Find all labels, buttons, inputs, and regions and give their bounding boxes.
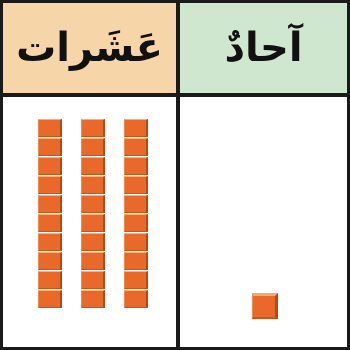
rod-cube [81,195,105,213]
rod-cube [38,138,62,156]
ones-header: آحادٌ [178,0,350,95]
rod-cube [81,252,105,270]
rod-cube [81,119,105,137]
rod-cube [38,233,62,251]
rod-cube [124,233,148,251]
rod-cube [124,271,148,289]
rod-cube [38,195,62,213]
tens-rod [124,119,150,309]
rod-cube [81,290,105,308]
rod-cube [38,157,62,175]
rod-cube [124,176,148,194]
rod-cube [124,195,148,213]
rod-cube [81,138,105,156]
rod-cube [38,271,62,289]
rod-cube [124,157,148,175]
rod-cube [81,271,105,289]
ones-column [178,95,350,350]
rod-cube [81,157,105,175]
rod-cube [124,214,148,232]
rod-cube [124,252,148,270]
rod-cube [38,214,62,232]
tens-header: عَشَرات [0,0,178,95]
tens-column [0,95,178,350]
unit-cube [252,293,278,319]
rod-cube [38,290,62,308]
rod-cube [124,138,148,156]
tens-rod [81,119,107,309]
rod-cube [38,252,62,270]
rod-cube [124,119,148,137]
ones-header-label: آحادٌ [224,28,302,68]
rod-cube [38,119,62,137]
rod-cube [38,176,62,194]
tens-header-label: عَشَرات [16,28,163,68]
rod-cube [81,176,105,194]
rod-cube [81,233,105,251]
rod-cube [124,290,148,308]
rod-cube [81,214,105,232]
tens-rod [38,119,64,309]
